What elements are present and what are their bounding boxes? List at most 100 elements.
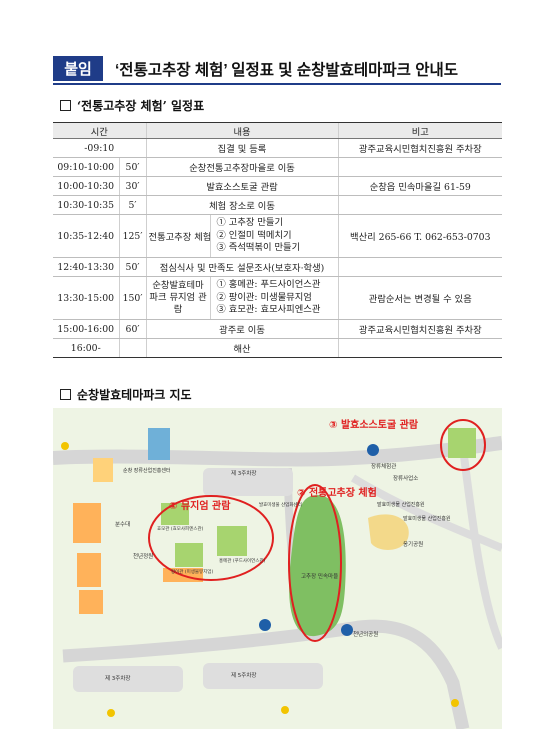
cell-content: 해산 <box>145 338 339 358</box>
table-row: 10:30-10:35 5′ 체험 장소로 이동 <box>53 195 503 215</box>
cell-duration: 50′ <box>118 257 147 277</box>
cell-activity: 전통고추장 체험 <box>145 214 211 258</box>
table-header-row: 시간 내용 비고 <box>53 122 503 139</box>
map-label: 천년정원 <box>133 552 153 560</box>
map-label: 제 5주차장 <box>231 671 257 679</box>
cell-item-list: ① 고추장 만들기 ② 인절미 떡메치기 ③ 즉석떡볶이 만들기 <box>209 214 339 258</box>
schedule-table: 시간 내용 비고 -09:10 집결 및 등록 광주교육시민협치진흥원 주차장 … <box>53 122 503 358</box>
map-label: 천년의공원 <box>353 630 378 638</box>
building <box>73 503 101 543</box>
table-row: -09:10 집결 및 등록 광주교육시민협치진흥원 주차장 <box>53 138 503 158</box>
cell-content: 집결 및 등록 <box>145 138 339 158</box>
section-heading-schedule: ‘전통고추장 체험’ 일정표 <box>60 97 204 114</box>
cell-note <box>337 195 503 215</box>
list-item: ① 홍메관: 푸드사이언스관 <box>216 279 321 291</box>
table-row: 09:10-10:00 50′ 순창전통고추장마을로 이동 <box>53 157 503 177</box>
map-label: 홍메관 (푸드사이언스관) <box>219 557 266 564</box>
map-label: 발효미생물 산업화센터 <box>259 501 302 508</box>
facility-marker-icon <box>259 619 271 631</box>
list-item: ③ 효모관: 효모사피엔스관 <box>216 304 321 316</box>
cell-duration: 50′ <box>118 157 147 177</box>
cell-note: 순창읍 민속마을길 61-59 <box>337 176 503 196</box>
cell-time: 12:40-13:30 <box>53 257 119 277</box>
facility-marker-icon <box>367 444 379 456</box>
cell-note <box>337 338 503 358</box>
map-label: 고추장 민속마을 <box>301 572 338 580</box>
tunnel-tour-highlight <box>440 419 486 471</box>
ongi-park-area <box>368 514 409 550</box>
table-row: 12:40-13:30 50′ 점심식사 및 만족도 설문조사(보호자·학생) <box>53 257 503 277</box>
cell-activity: 순창발효테마파크 뮤지엄 관람 <box>145 276 211 320</box>
map-label: 제 3주차장 <box>231 469 257 477</box>
cell-time: 10:00-10:30 <box>53 176 119 196</box>
museum-tour-highlight <box>148 495 274 581</box>
building <box>148 428 170 460</box>
header-time: 시간 <box>53 122 147 139</box>
header-note: 비고 <box>337 122 503 139</box>
park-map-illustration: 제 3주차장 장류체험관 장류사업소 발효미생물 산업진흥원 발효미생물 산업진… <box>53 408 502 729</box>
road <box>350 474 502 552</box>
annotation-tunnel-tour: ③ 발효소스토굴 관람 <box>329 418 419 431</box>
building <box>79 590 103 614</box>
cell-time: 15:00-16:00 <box>53 319 119 339</box>
table-row: 13:30-15:00 150′ 순창발효테마파크 뮤지엄 관람 ① 홍메관: … <box>53 276 503 320</box>
cell-content: 광주로 이동 <box>145 319 339 339</box>
table-row: 10:00-10:30 30′ 발효소스토굴 관람 순창읍 민속마을길 61-5… <box>53 176 503 196</box>
road <box>62 619 470 729</box>
facility-marker-icon <box>341 624 353 636</box>
cell-time: -09:10 <box>53 138 147 158</box>
gochujang-village-area <box>289 495 346 637</box>
flower-icon <box>451 699 459 707</box>
museum-building <box>217 526 247 556</box>
header-rule <box>53 83 501 85</box>
annotation-gochujang-experience: ② 전통고추장 체험 <box>297 486 377 499</box>
table-row: 16:00- 해산 <box>53 338 503 358</box>
cell-content: 점심식사 및 만족도 설문조사(보호자·학생) <box>145 257 339 277</box>
section-title: ‘전통고추장 체험’ 일정표 <box>77 99 205 113</box>
building <box>77 553 101 587</box>
cell-content: 체험 장소로 이동 <box>145 195 339 215</box>
checkbox-square-icon <box>60 389 71 400</box>
cell-duration: 125′ <box>118 214 147 258</box>
cell-duration <box>118 338 147 358</box>
section-heading-map: 순창발효테마파크 지도 <box>60 386 192 403</box>
document-title: ‘전통고추장 체험’ 일정표 및 순창발효테마파크 안내도 <box>115 62 459 79</box>
table-row: 15:00-16:00 60′ 광주로 이동 광주교육시민협치진흥원 주차장 <box>53 319 503 339</box>
cell-content: 순창전통고추장마을로 이동 <box>145 157 339 177</box>
header-content: 내용 <box>145 122 339 139</box>
cell-duration: 60′ <box>118 319 147 339</box>
cell-note <box>337 257 503 277</box>
park-map: 제 3주차장 장류체험관 장류사업소 발효미생물 산업진흥원 발효미생물 산업진… <box>53 408 502 729</box>
building <box>93 458 113 482</box>
map-label: 장류사업소 <box>393 474 418 482</box>
cell-note: 백산리 265-66 T. 062-653-0703 <box>337 214 503 258</box>
table-row: 10:35-12:40 125′ 전통고추장 체험 ① 고추장 만들기 ② 인절… <box>53 214 503 258</box>
parking-lot <box>203 468 293 496</box>
section-title: 순창발효테마파크 지도 <box>77 388 192 402</box>
cell-note: 관람순서는 변경될 수 있음 <box>337 276 503 320</box>
cell-note <box>337 157 503 177</box>
cell-time: 09:10-10:00 <box>53 157 119 177</box>
cell-duration: 5′ <box>118 195 147 215</box>
annotation-museum-tour: ① 뮤지엄 관람 <box>169 499 231 512</box>
parking-lot <box>73 666 183 692</box>
cell-time: 13:30-15:00 <box>53 276 119 320</box>
map-label: 제 3주차장 <box>105 674 131 682</box>
cell-note: 광주교육시민협치진흥원 주차장 <box>337 319 503 339</box>
gochujang-experience-highlight <box>288 484 342 642</box>
cell-note: 광주교육시민협치진흥원 주차장 <box>337 138 503 158</box>
map-label: 효모관 (효모사피엔스관) <box>157 525 204 532</box>
cell-duration: 30′ <box>118 176 147 196</box>
map-label: 분수대 <box>115 520 130 528</box>
map-label: 발효미생물 산업진흥원 <box>403 515 451 522</box>
road <box>459 447 502 650</box>
list-item: ② 인절미 떡메치기 <box>216 229 292 241</box>
cell-time: 10:35-12:40 <box>53 214 119 258</box>
cell-time: 16:00- <box>53 338 119 358</box>
map-label: 팡이관 (미생물뮤지엄) <box>171 568 213 575</box>
list-item: ② 팡이관: 미생물뮤지엄 <box>216 291 312 303</box>
cell-time: 10:30-10:35 <box>53 195 119 215</box>
document-header: 붙임 ‘전통고추장 체험’ 일정표 및 순창발효테마파크 안내도 <box>53 56 501 82</box>
list-item: ③ 즉석떡볶이 만들기 <box>216 242 301 254</box>
